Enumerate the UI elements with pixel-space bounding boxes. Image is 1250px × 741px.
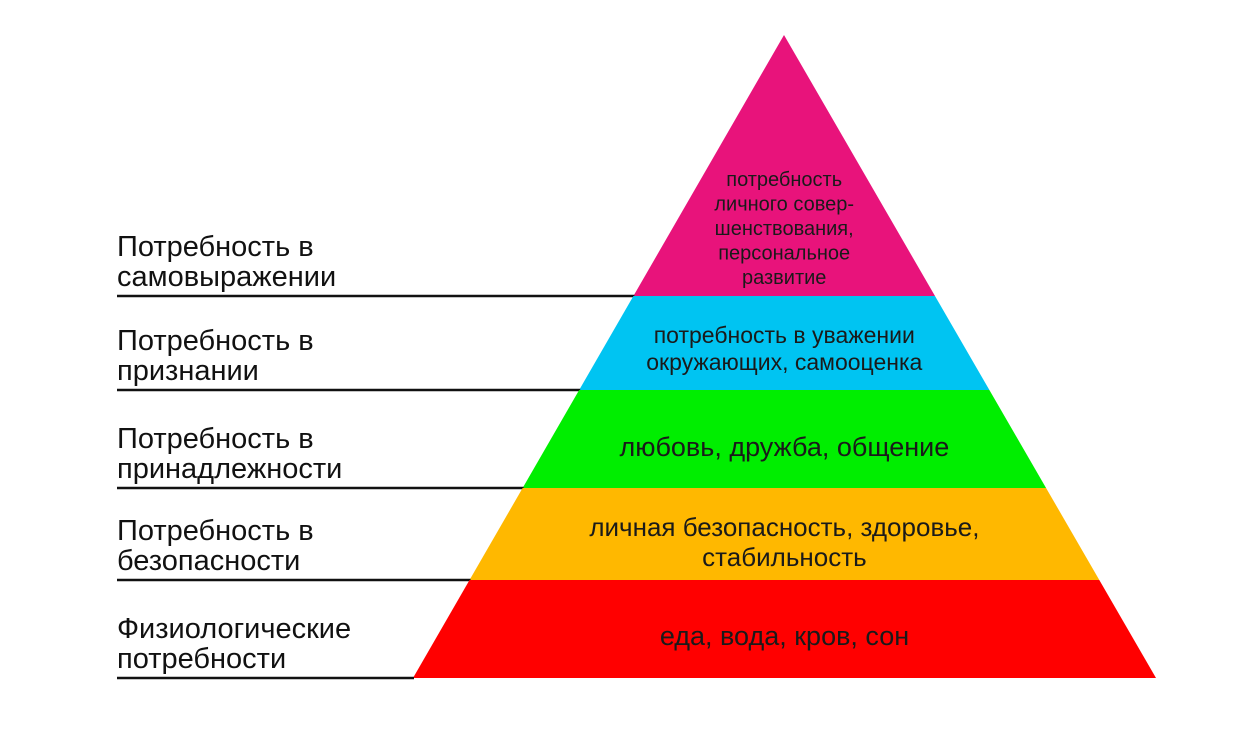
level-label: безопасности: [117, 545, 300, 577]
level-label: потребности: [117, 643, 286, 675]
level-description: потребность в уважении: [654, 322, 915, 348]
level-label: Потребность в: [117, 325, 314, 357]
pyramid-level-1: [633, 35, 935, 296]
level-label: Потребность в: [117, 423, 314, 455]
level-description: персональное: [718, 243, 850, 265]
pyramid-level-4: [469, 488, 1100, 580]
level-description: развитие: [742, 267, 826, 289]
pyramid-level-5: [413, 580, 1156, 678]
level-description: личная безопасность, здоровье,: [589, 512, 979, 542]
level-description: стабильность: [702, 542, 866, 572]
level-label: Потребность в: [117, 231, 314, 263]
level-label: признании: [117, 355, 259, 387]
level-label: принадлежности: [117, 453, 342, 485]
level-label: Физиологические: [117, 613, 351, 645]
level-label: самовыражении: [117, 261, 336, 293]
level-description: личного совер-: [714, 194, 854, 216]
pyramid-level-2: [579, 296, 990, 390]
level-description: еда, вода, кров, сон: [660, 621, 909, 651]
level-description: окружающих, самооценка: [646, 349, 922, 375]
level-description: любовь, дружба, общение: [619, 432, 949, 462]
level-label: Потребность в: [117, 515, 314, 547]
level-description: шенствования,: [715, 218, 854, 240]
pyramid-level-3: [522, 390, 1047, 488]
level-description: потребность: [726, 169, 842, 191]
